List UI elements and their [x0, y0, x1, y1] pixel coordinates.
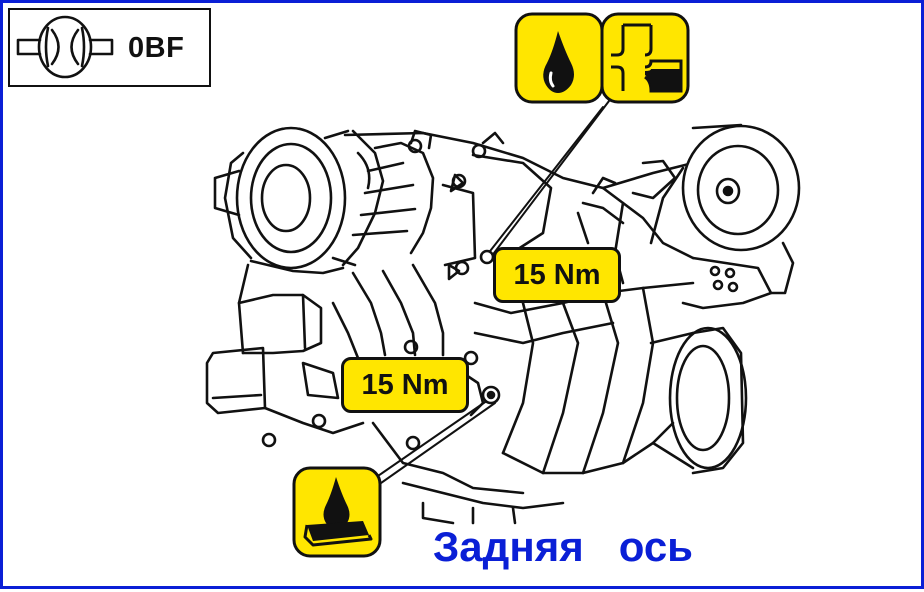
axle-code-box: 0BF: [8, 8, 211, 87]
oil-level-icon: [600, 12, 690, 104]
rear-axle-icon: [16, 15, 114, 79]
right-flange-drawing: [576, 123, 801, 475]
differential-housing-drawing: [205, 129, 695, 525]
axle-code: 0BF: [128, 32, 185, 64]
oil-drop-icon: [514, 12, 604, 104]
rear-differential-drawing: [205, 100, 801, 525]
oil-drain-icon: [292, 466, 382, 558]
fill-plug-torque-label: 15 Nm: [493, 247, 621, 303]
left-flange-drawing: [213, 126, 357, 270]
leader-lines: [374, 100, 610, 484]
drain-plug-torque-label: 15 Nm: [341, 357, 469, 413]
diagram-caption: Задняя ось: [433, 523, 693, 570]
fill-plug: [479, 249, 495, 265]
